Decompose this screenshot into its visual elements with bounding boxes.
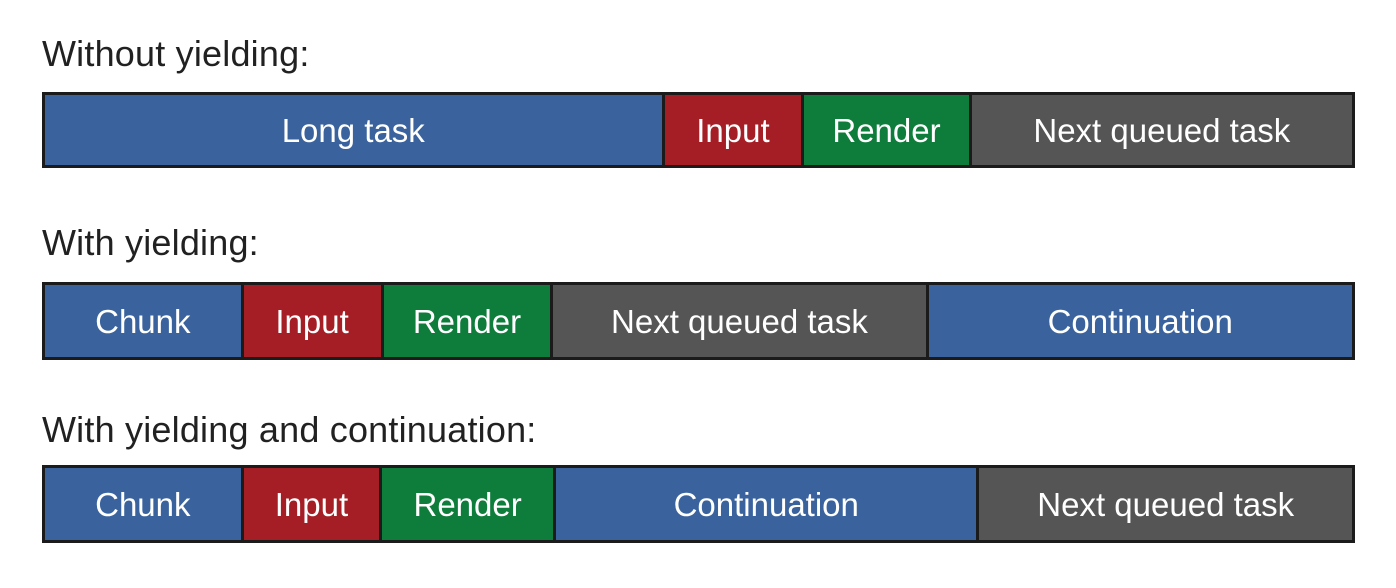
segment-next-queued-task: Next queued task (553, 285, 929, 357)
segment-render: Render (804, 95, 972, 165)
segment-next-queued-task: Next queued task (979, 468, 1352, 540)
segment-label: Chunk (95, 485, 191, 523)
segment-label: Next queued task (1033, 111, 1291, 149)
segment-label: Input (275, 302, 349, 340)
segment-continuation: Continuation (928, 285, 1352, 357)
segment-input: Input (243, 285, 384, 357)
segment-label: Continuation (673, 485, 859, 523)
segment-label: Long task (281, 111, 425, 149)
segment-chunk: Chunk (45, 285, 244, 357)
segment-label: Input (274, 485, 349, 523)
segment-label: Next queued task (611, 302, 868, 340)
segment-input: Input (664, 95, 805, 165)
segment-label: Chunk (95, 302, 191, 340)
section-title-without-yielding: Without yielding: (42, 33, 310, 74)
segment-label: Next queued task (1037, 485, 1295, 523)
segment-label: Render (413, 485, 522, 523)
segment-render: Render (382, 468, 557, 540)
segment-label: Input (696, 111, 770, 149)
timeline-bar-with-yielding-and-continuation: Chunk Input Render Continuation Next queued … (42, 465, 1355, 543)
section-title-with-yielding: With yielding: (42, 222, 259, 263)
segment-render: Render (383, 285, 554, 357)
segment-continuation: Continuation (556, 468, 980, 540)
segment-label: Render (832, 111, 941, 149)
segment-input: Input (243, 468, 383, 540)
section-title-with-yielding-and-continuation: With yielding and continuation: (42, 409, 537, 450)
timeline-bar-with-yielding: Chunk Input Render Next queued task Continua… (42, 282, 1355, 360)
timeline-bar-without-yielding: Long task Input Render Next queued task (42, 92, 1355, 168)
segment-next-queued-task: Next queued task (971, 95, 1352, 165)
segment-label: Continuation (1047, 302, 1233, 340)
segment-chunk: Chunk (45, 468, 244, 540)
segment-label: Render (412, 302, 522, 340)
segment-long-task: Long task (45, 95, 665, 165)
